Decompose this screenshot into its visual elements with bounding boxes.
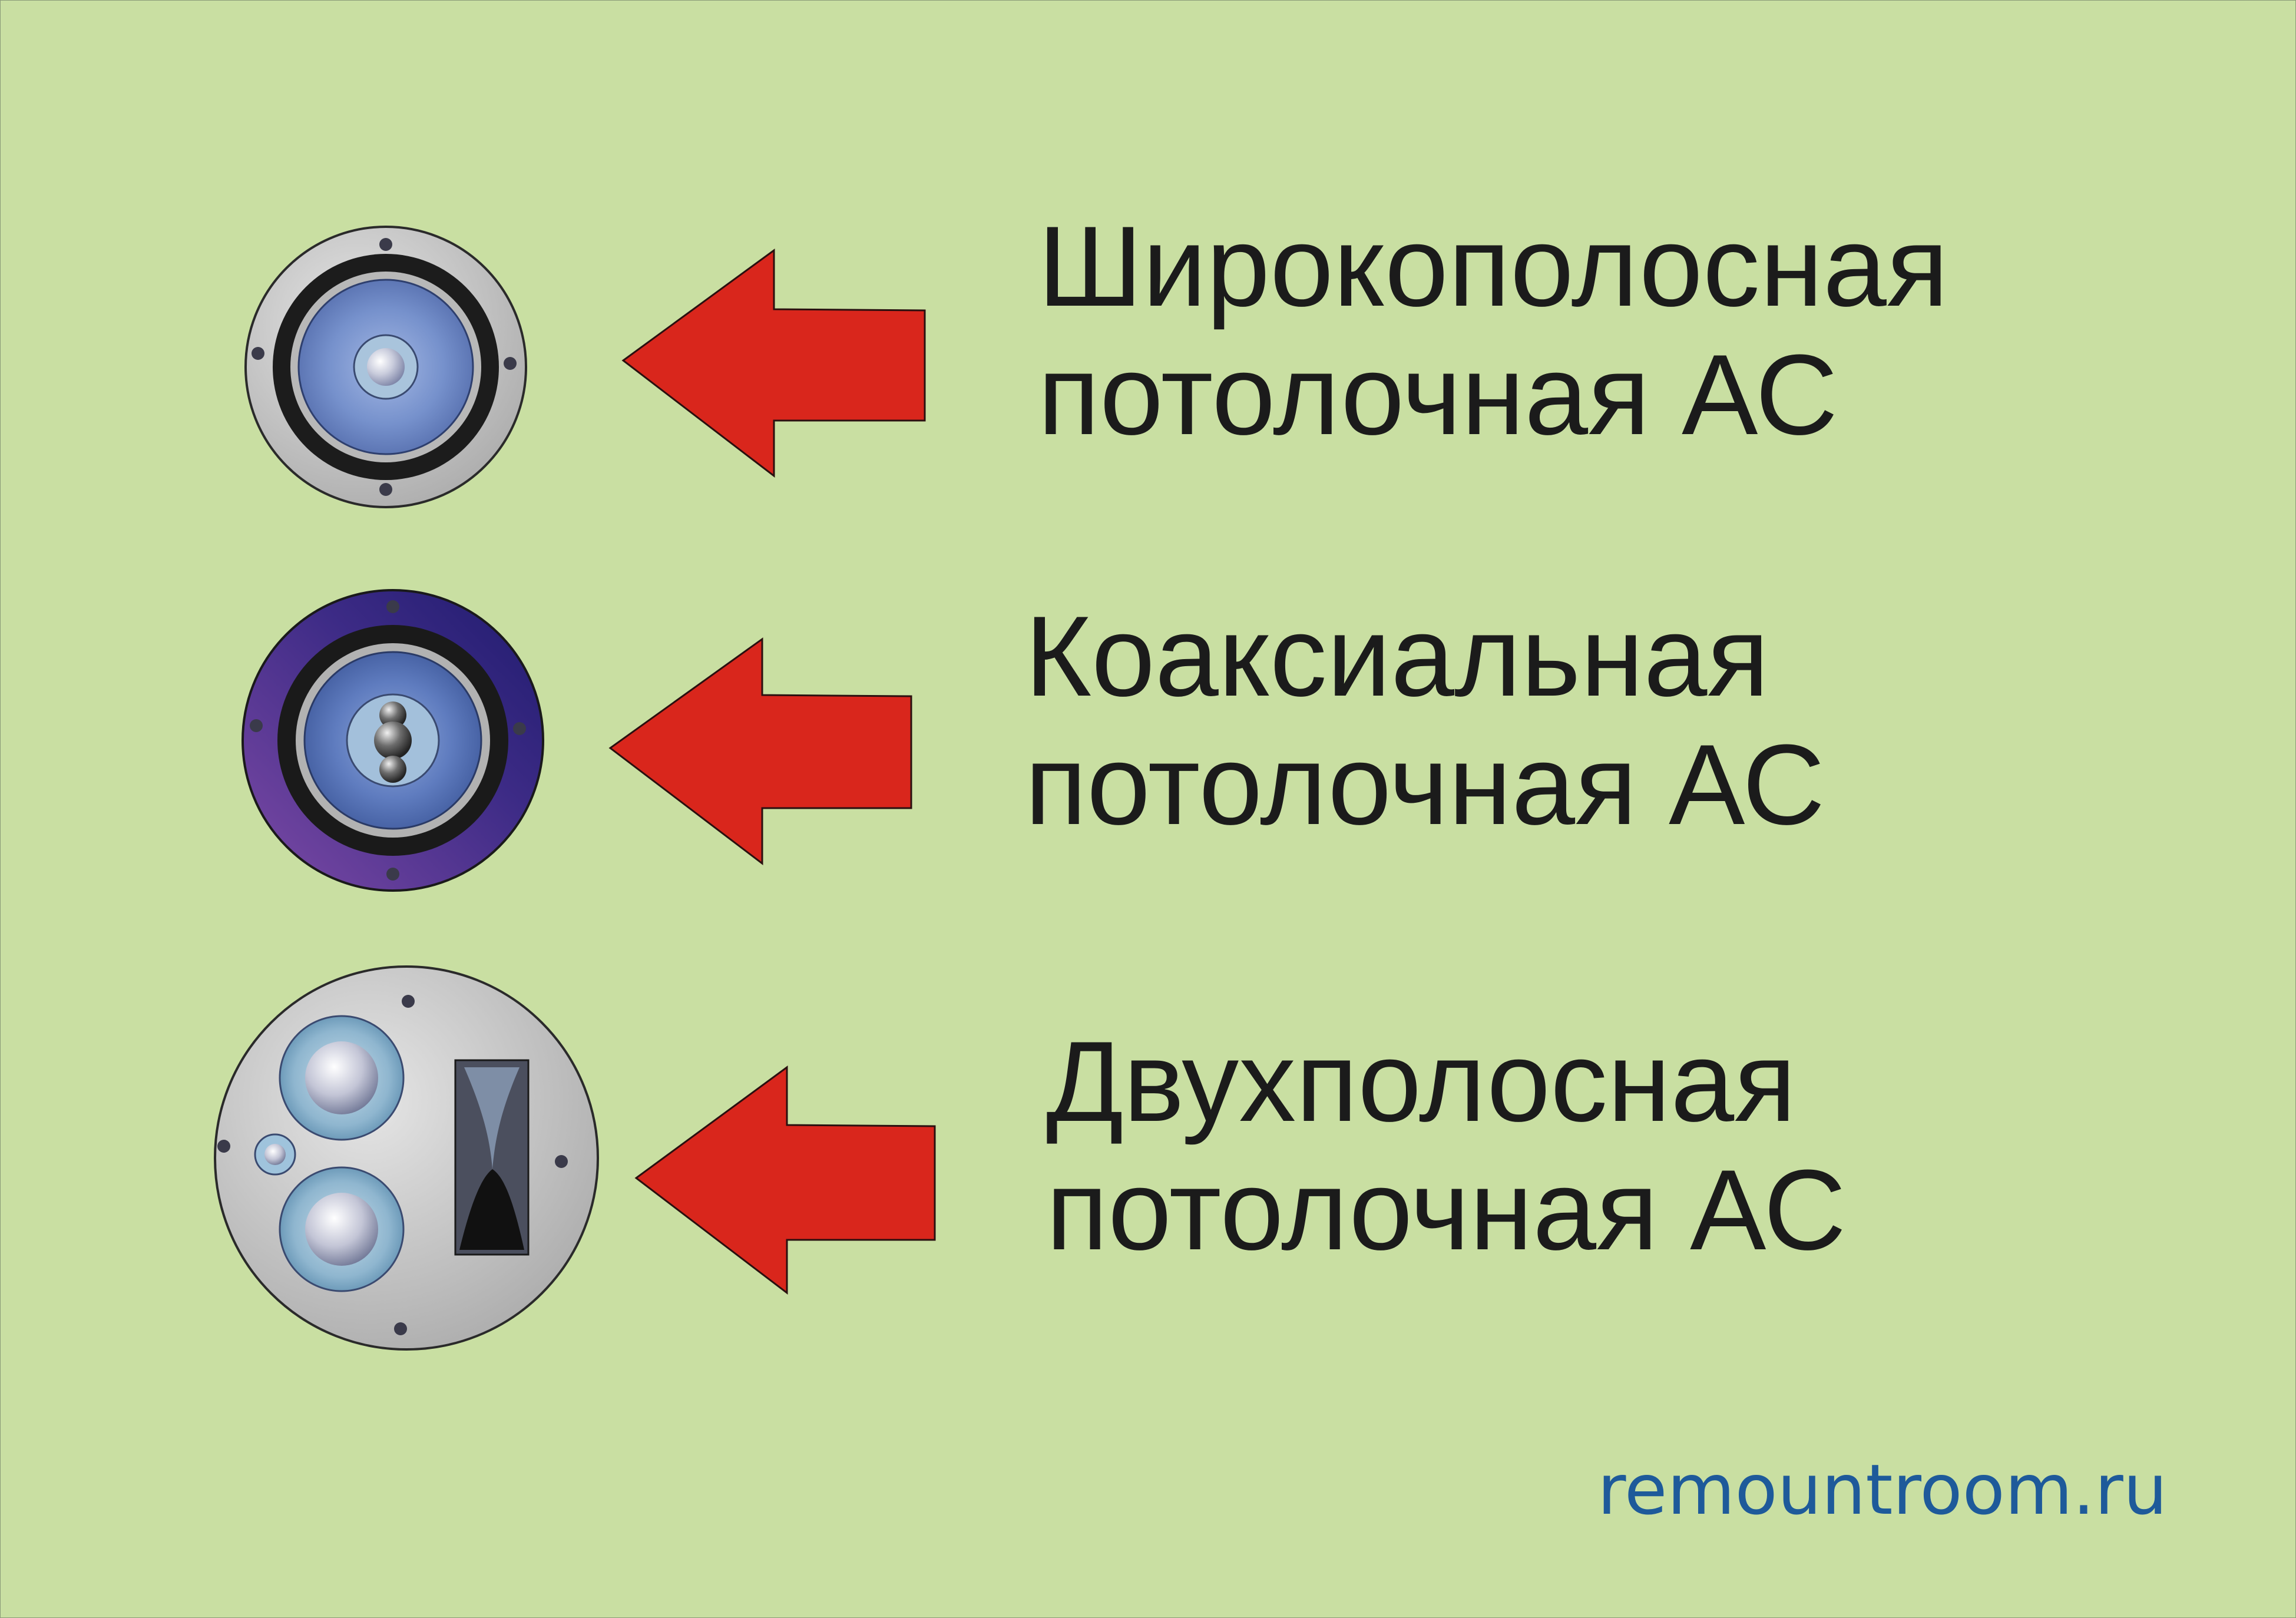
- coaxial-speaker-icon: [241, 589, 544, 892]
- arrow-icon: [634, 1066, 936, 1295]
- wideband-label-line1: Широкополосная: [1038, 203, 1948, 330]
- two-way-label-line1: Двухполосная: [1046, 1018, 1797, 1146]
- wideband-speaker-label: Широкополосная потолочная АС: [1038, 203, 1948, 459]
- two-way-speaker-label: Двухполосная потолочная АС: [1046, 1018, 1846, 1275]
- coaxial-label-line2: потолочная АС: [1025, 721, 1825, 849]
- coaxial-speaker-label: Коаксиальная потолочная АС: [1025, 593, 1825, 849]
- wideband-label-line2: потолочная АС: [1038, 331, 1838, 459]
- two-way-label-line2: потолочная АС: [1046, 1146, 1847, 1274]
- arrow-icon: [608, 637, 912, 866]
- website-watermark: remountroom.ru: [1597, 1449, 2168, 1530]
- coaxial-label-line1: Коаксиальная: [1025, 593, 1769, 720]
- wideband-speaker-icon: [244, 226, 527, 508]
- arrow-icon: [621, 249, 926, 478]
- two-way-speaker-icon: [214, 965, 599, 1351]
